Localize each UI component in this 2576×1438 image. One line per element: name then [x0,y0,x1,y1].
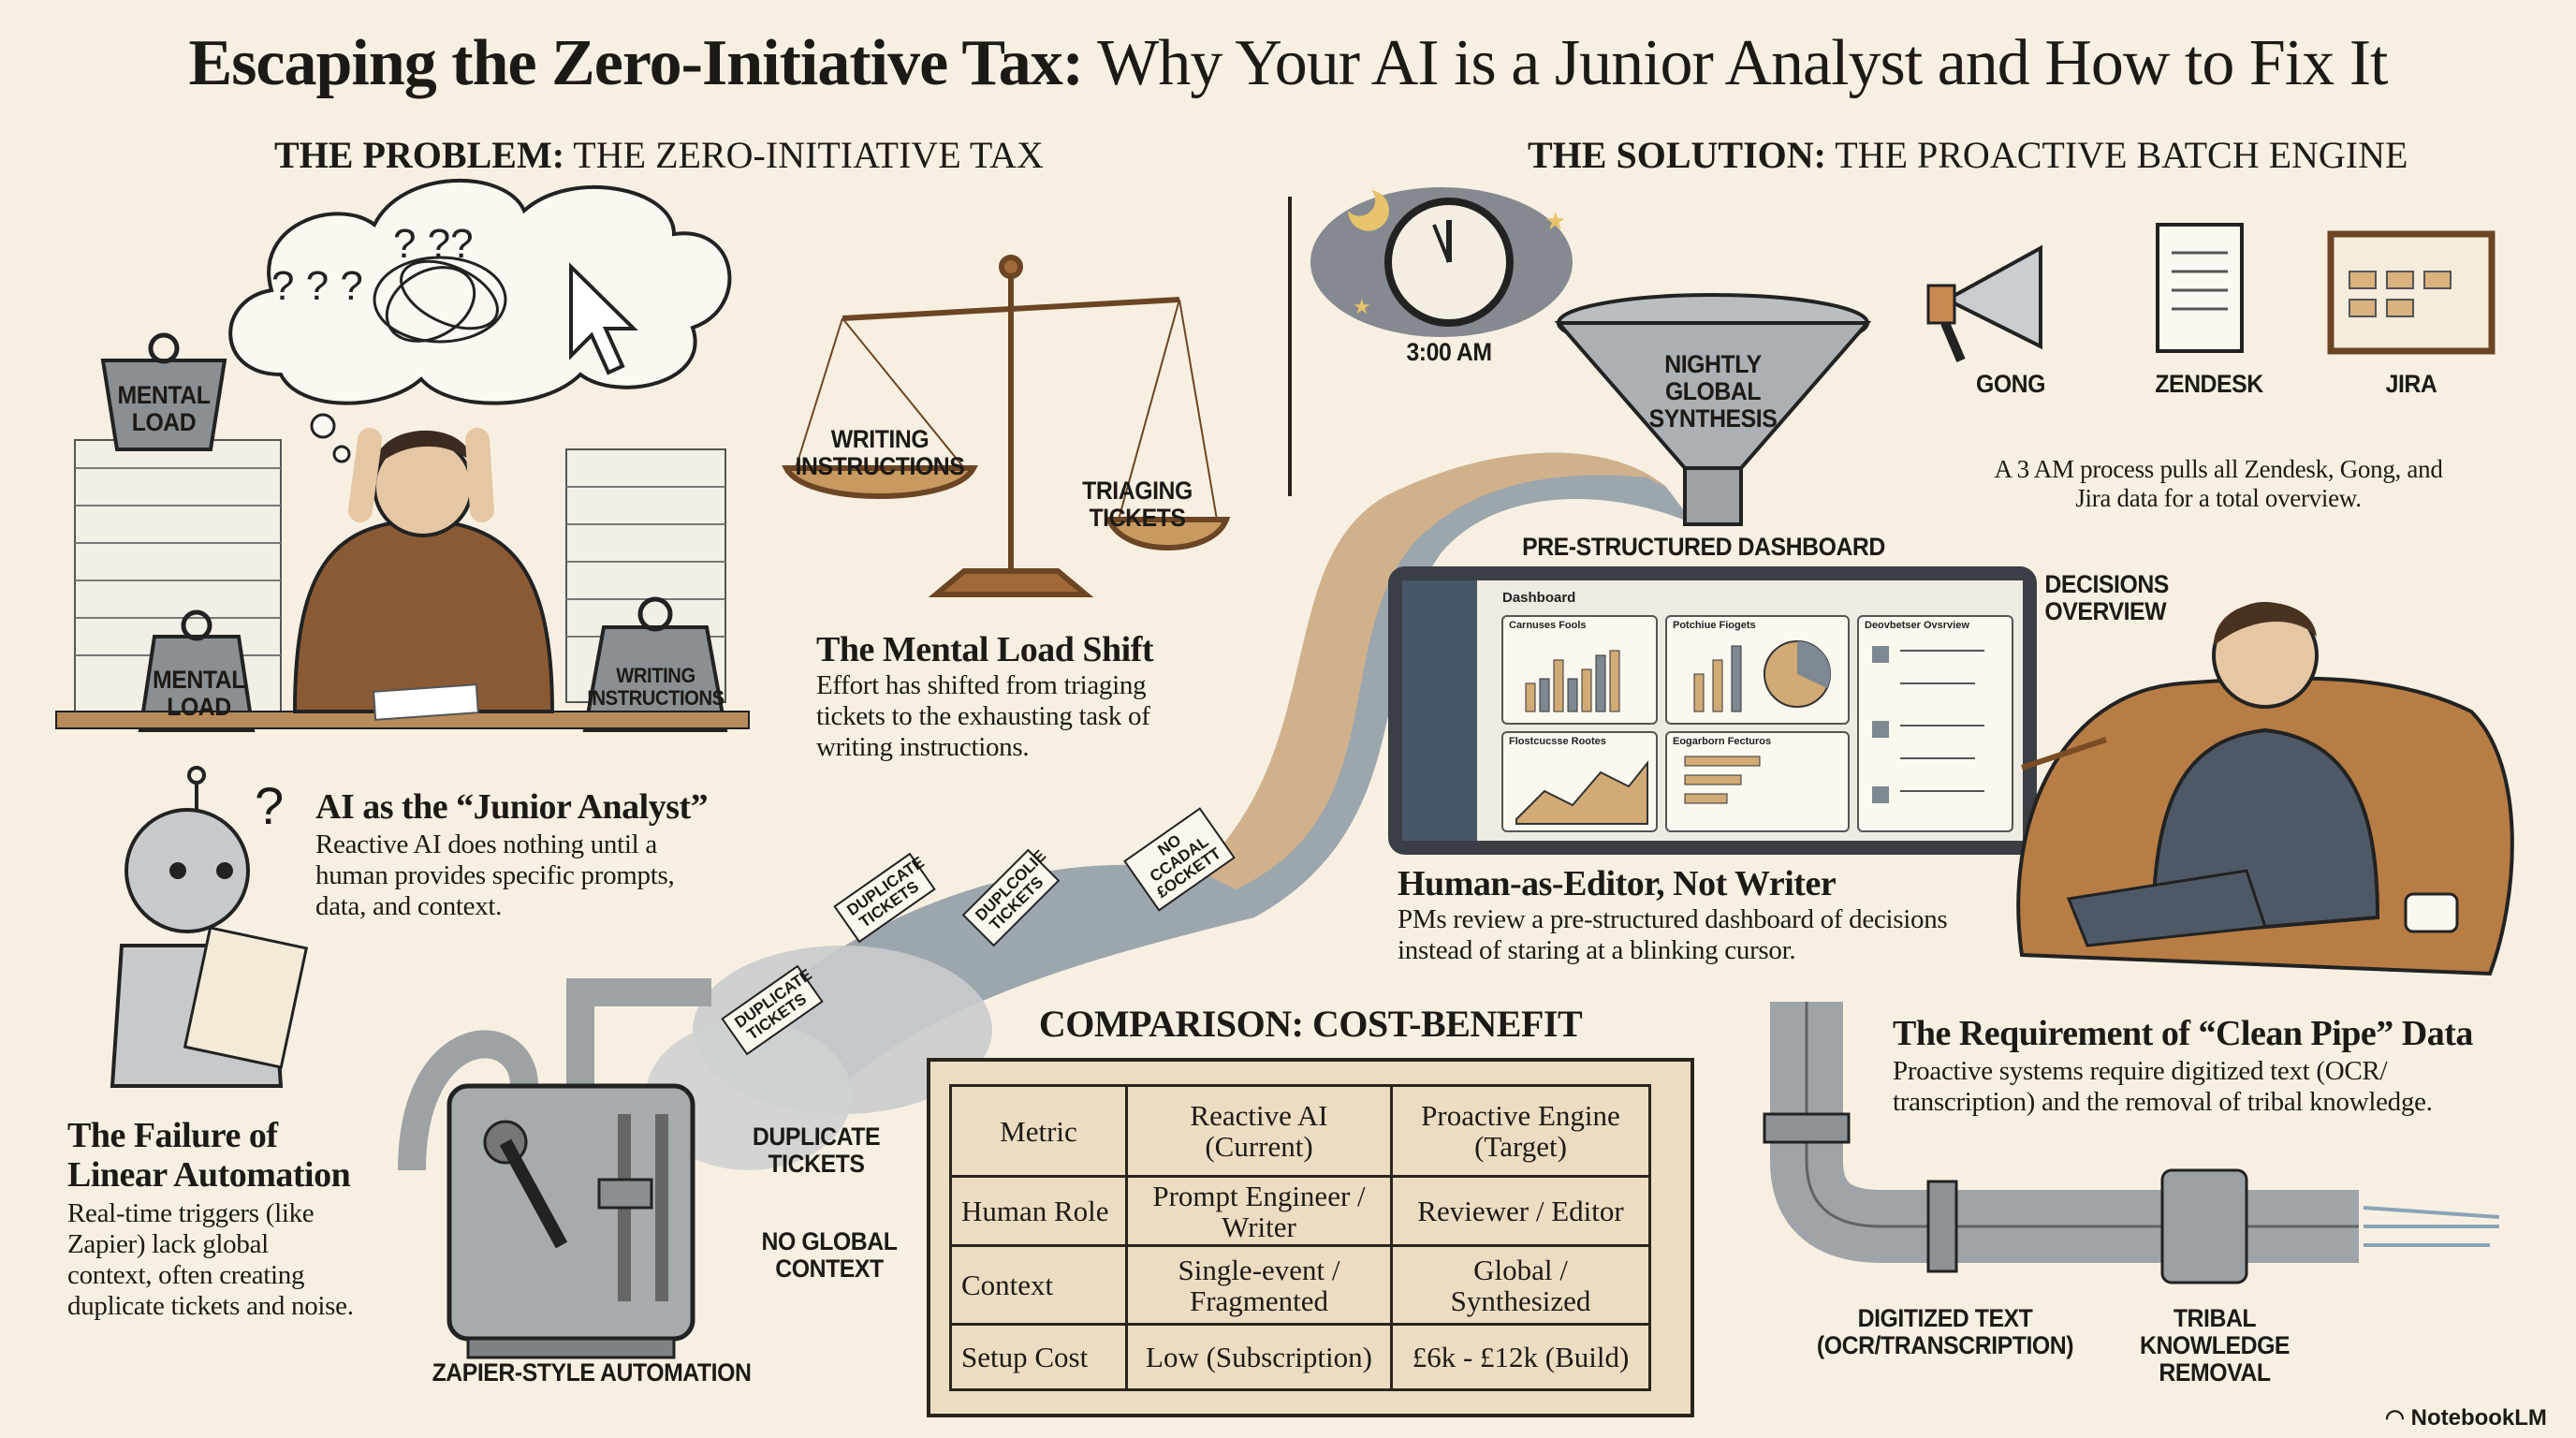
mental-load-shift-body: Effort has shifted from triaging tickets… [816,670,1150,762]
cell: Reviewer / Editor [1390,1175,1651,1247]
thought-cloud-icon: ? ? ? ? ?? [228,179,732,463]
junior-analyst-title: AI as the “Junior Analyst” [315,787,709,827]
data-stream-illustration [646,452,1694,1170]
page-title: Escaping the Zero-Initiative Tax: Why Yo… [0,26,2576,101]
svg-text:? ? ?: ? ? ? [271,263,363,309]
solution-heading-rest: THE PROACTIVE BATCH ENGINE [1825,134,2408,176]
linear-automation-title: The Failure of Linear Automation [67,1116,351,1195]
cell: Global / Synthesized [1390,1244,1651,1326]
source-jira-label: JIRA [2385,370,2437,398]
comparison-title: COMPARISON: COST-BENEFIT [1038,1003,1583,1045]
dashboard-panel-title: Flostcucsse Rootes [1509,736,1606,747]
clean-pipe-body: Proactive systems require digitized text… [1893,1056,2433,1117]
page-title-rest: Why Your AI is a Junior Analyst and How … [1083,27,2388,99]
header-proactive: Proactive Engine (Target) [1390,1084,1651,1178]
weight-label-bottom: MENTAL LOAD [153,666,245,721]
megaphone-icon [1926,244,2042,362]
robot-illustration [110,766,309,1088]
page-title-bold: Escaping the Zero-Initiative Tax: [188,27,1085,99]
kanban-board-icon [2327,230,2496,355]
dashboard-panel-title: Deovbetser Ovsrview [1865,620,1969,631]
balance-scale-icon [782,255,1231,597]
comparison-header-row: Metric Reactive AI (Current) Proactive E… [949,1084,1651,1178]
problem-heading-bold: THE PROBLEM: [274,134,565,176]
scale-label-triaging: TRIAGING TICKETS [1082,477,1193,532]
funnel-label: NIGHTLY GLOBAL SYNTHESIS [1648,350,1778,433]
source-zendesk-label: ZENDESK [2155,370,2263,398]
scale-label-writing: WRITING INSTRUCTIONS [795,425,965,480]
svg-text:★: ★ [1353,295,1371,318]
tribal-knowledge-label: TRIBAL KNOWLEDGE REMOVAL [2139,1304,2291,1387]
clean-pipe-illustration [1763,1002,2500,1284]
cell: Single-event / Fragmented [1125,1244,1393,1326]
dashboard-panel-title: Eogarborn Fecturos [1673,736,1772,747]
dashboard-screen-title: Dashboard [1502,590,1576,606]
solution-heading-bold: THE SOLUTION: [1528,134,1826,176]
clock-icon: ★ ★ [1310,187,1573,337]
junior-analyst-body: Reactive AI does nothing until a human p… [315,829,675,921]
cell: Setup Cost [949,1323,1128,1391]
funnel-icon [1554,293,1872,526]
digitized-text-label: DIGITIZED TEXT (OCR/TRANSCRIPTION) [1816,1304,2074,1359]
dashboard-panel-title: Potchiue Fiogets [1673,620,1756,631]
clock-time-label: 3:00 AM [1406,338,1492,366]
weight-label-instructions: WRITING INSTRUCTIONS [587,664,724,710]
no-global-context-label: NO GLOBAL CONTEXT [761,1227,898,1283]
cell: Human Role [949,1175,1128,1247]
notebooklm-logo-icon: ◠ [2385,1405,2411,1431]
sources-caption: A 3 AM process pulls all Zendesk, Gong, … [1994,455,2443,512]
linear-automation-body: Real-time triggers (like Zapier) lack gl… [67,1198,354,1321]
header-metric: Metric [949,1084,1128,1178]
duplicate-tickets-label: DUPLICATE TICKETS [752,1123,881,1178]
header-reactive: Reactive AI (Current) [1125,1084,1393,1178]
weight-icon [100,332,728,732]
comparison-table: Metric Reactive AI (Current) Proactive E… [949,1084,1651,1391]
clean-pipe-title: The Requirement of “Clean Pipe” Data [1893,1014,2473,1053]
question-mark-icon: ? [255,776,285,835]
source-gong-label: GONG [1975,370,2046,398]
editor-man-illustration [2016,602,2514,976]
human-editor-title: Human-as-Editor, Not Writer [1398,864,1837,903]
table-row: Human Role Prompt Engineer / Writer Revi… [949,1175,1651,1247]
svg-text:★: ★ [1544,208,1566,235]
cell: Prompt Engineer / Writer [1125,1175,1393,1247]
decisions-overview-label: DECISIONS OVERVIEW [2044,570,2169,625]
table-row: Context Single-event / Fragmented Global… [949,1244,1651,1326]
document-icon [2156,223,2244,353]
cell: £6k - £12k (Build) [1390,1323,1651,1391]
svg-text:? ??: ? ?? [393,221,474,267]
dashboard-monitor [1388,566,2037,855]
automation-machine-illustration [398,978,711,1359]
cell: Context [949,1244,1128,1326]
stressed-man-illustration [55,428,750,729]
notebooklm-branding: ◠ NotebookLM [2385,1404,2547,1431]
branding-text: NotebookLM [2410,1405,2547,1431]
dashboard-label: PRE-STRUCTURED DASHBOARD [1522,533,1885,561]
weight-label-top: MENTAL LOAD [117,381,211,436]
human-editor-body: PMs review a pre-structured dashboard of… [1398,904,1948,965]
problem-heading: THE PROBLEM: THE ZERO-INITIATIVE TAX [274,133,1044,177]
zapier-machine-label: ZAPIER-STYLE AUTOMATION [432,1358,752,1387]
table-row: Setup Cost Low (Subscription) £6k - £12k… [949,1323,1651,1391]
dashboard-panel-title: Carnuses Fools [1509,620,1587,631]
mental-load-shift-title: The Mental Load Shift [816,630,1154,669]
problem-heading-rest: THE ZERO-INITIATIVE TAX [564,134,1044,176]
solution-heading: THE SOLUTION: THE PROACTIVE BATCH ENGINE [1528,133,2408,177]
cell: Low (Subscription) [1125,1323,1393,1391]
